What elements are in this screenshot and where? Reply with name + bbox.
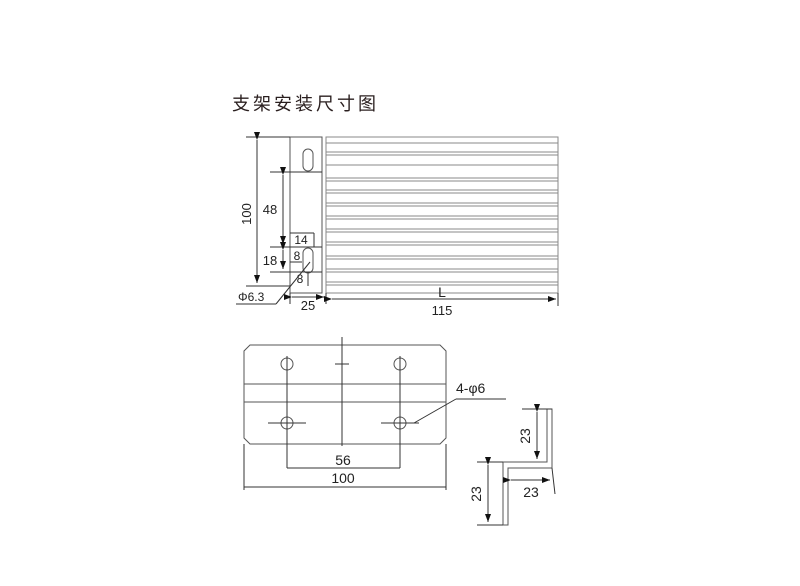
upper-slot <box>302 148 314 172</box>
bracket-plate <box>289 136 323 294</box>
dim-upper-leg: 23 <box>517 428 533 444</box>
dim-overall-width: 100 <box>331 470 355 486</box>
dim-total-height: 100 <box>239 203 254 225</box>
dim-slot-gap: 14 <box>294 233 308 247</box>
dim-lower-span: 18 <box>263 253 277 268</box>
profile-view: 23 23 23 <box>468 404 556 526</box>
dim-overall-length: 115 <box>432 303 453 318</box>
heatsink-fins <box>326 142 558 286</box>
dim-hole-diameter: Φ6.3 <box>238 290 265 304</box>
bracket-profile <box>502 408 553 526</box>
dim-length-label: L <box>438 284 446 300</box>
dim-bracket-width: 25 <box>301 298 315 313</box>
side-view: 100 48 18 14 8 8 Φ6.3 25 L 115 <box>236 132 559 318</box>
dim-upper-offset: 48 <box>263 202 277 217</box>
heatsink-body <box>325 136 559 294</box>
dim-slot-height: 8 <box>294 249 301 263</box>
dim-lower-leg: 23 <box>468 486 484 502</box>
front-view: 4-φ6 56 100 <box>243 337 506 490</box>
dim-hole-spacing: 56 <box>335 452 351 468</box>
drawing-title: 支架安装尺寸图 <box>232 94 379 115</box>
dim-bottom-offset: 8 <box>297 272 304 286</box>
dim-horizontal-leg: 23 <box>523 484 539 500</box>
dim-holes: 4-φ6 <box>456 380 486 396</box>
bracket-front-outline <box>243 344 447 445</box>
